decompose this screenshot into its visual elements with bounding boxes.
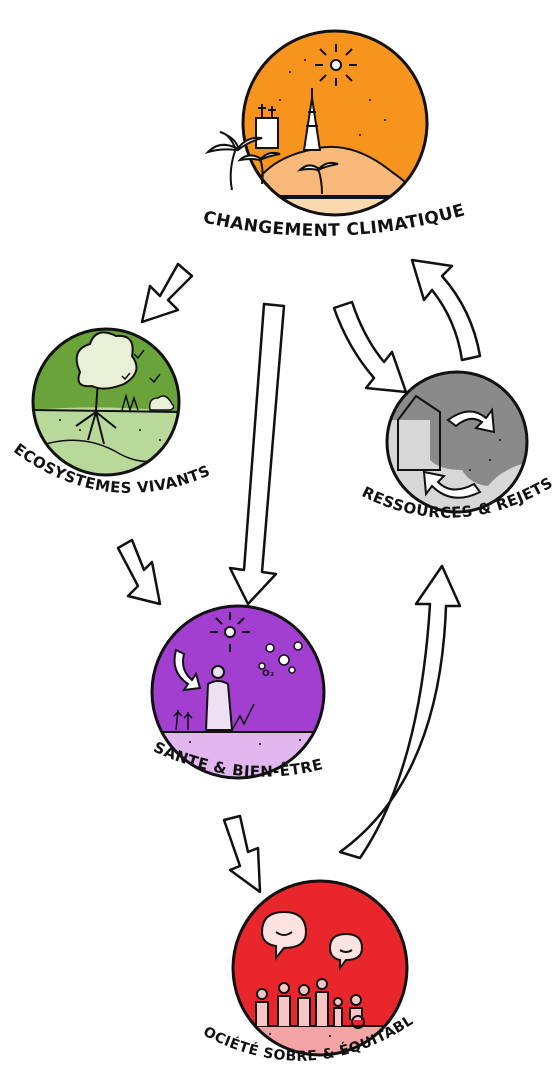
church-icon — [255, 104, 279, 149]
birds-icon — [121, 349, 161, 384]
node-ressources-rejets: RESSOURCES & REJETS — [359, 370, 556, 522]
node-ecosystemes-vivants: ECOSYSTEMES VIVANTS — [10, 327, 212, 497]
curved-arrow-icon — [173, 648, 202, 692]
texture-dots — [59, 59, 501, 1037]
cycle-arrows-icon — [422, 407, 496, 499]
arrow-climat-to-sante — [228, 302, 286, 606]
arrow-climat-to-eco — [140, 262, 194, 324]
palm-tree-icon — [204, 131, 339, 195]
arrow-climat-to-ressources — [332, 300, 408, 394]
oxygen-bubbles-icon — [258, 641, 303, 674]
arrow-eco-to-sante — [116, 538, 162, 606]
plants-icon — [173, 703, 255, 731]
bush-icon — [121, 393, 175, 413]
node-changement-climatique: CHANGEMENT CLIMATIQUE — [201, 29, 467, 241]
arrow-sante-to-societe — [222, 814, 262, 894]
o2-text: O₂ — [262, 669, 275, 679]
person-icon — [204, 665, 234, 731]
node-sante-bien-etre: O₂ SANTE & BIEN-ÊTRE — [150, 604, 326, 781]
tree-icon — [75, 331, 138, 445]
people-group-icon — [255, 978, 365, 1029]
arrow-ressources-to-climat — [410, 258, 482, 362]
sun-icon — [315, 44, 357, 86]
speech-bubble-icon — [260, 910, 364, 971]
tower-icon — [302, 88, 322, 151]
arrow-societe-to-ressources — [338, 564, 462, 860]
sun-icon — [210, 612, 250, 652]
